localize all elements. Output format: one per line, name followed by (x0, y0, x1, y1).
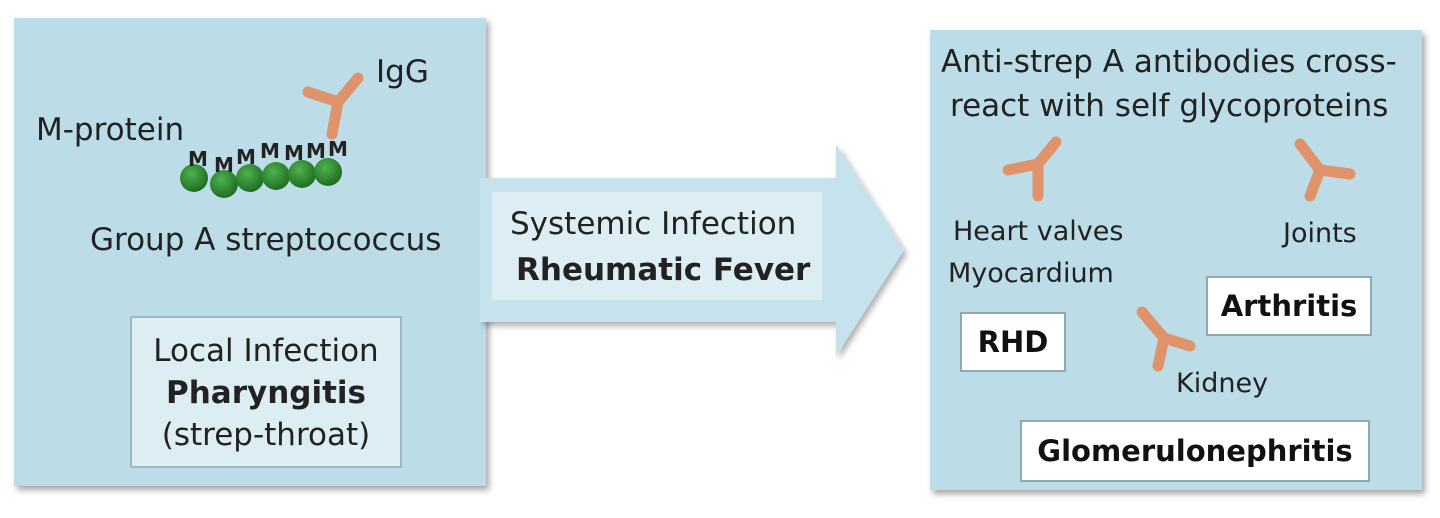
cross-reaction-header-line2: react with self glycoproteins (950, 88, 1389, 124)
joints-label: Joints (1283, 218, 1357, 249)
arthritis-box: Arthritis (1206, 276, 1372, 336)
heart-valves-label: Heart valves (953, 216, 1124, 247)
cross-reaction-header-line1: Anti-strep A antibodies cross- (941, 44, 1397, 80)
local-infection-title: Local Infection (153, 333, 379, 369)
m-protein-label: M-protein (36, 112, 185, 148)
rheumatic-fever-label: Rheumatic Fever (516, 252, 811, 288)
pharyngitis-label: Pharyngitis (166, 375, 366, 411)
strep-throat-label: (strep-throat) (161, 417, 371, 453)
m-protein-marker: M (214, 153, 234, 177)
m-protein-marker: M (260, 139, 280, 163)
myocardium-label: Myocardium (948, 258, 1114, 289)
systemic-infection-label: Systemic Infection (510, 206, 797, 242)
igg-label: IgG (376, 54, 429, 90)
m-protein-marker: M (284, 141, 304, 165)
kidney-label: Kidney (1176, 368, 1269, 399)
systemic-infection-label-box (492, 192, 822, 300)
antibody-icon (1136, 306, 1196, 372)
rhd-box: RHD (960, 312, 1066, 372)
m-protein-marker: M (306, 139, 326, 163)
glomerulonephritis-box: Glomerulonephritis (1020, 420, 1370, 482)
antibody-icon (1002, 136, 1062, 202)
antibody-icon (302, 72, 364, 140)
m-protein-marker: M (328, 137, 348, 161)
streptococcus-chain-icon: M M M M M M M (180, 137, 348, 198)
antibody-icon (1294, 138, 1356, 202)
local-infection-box: Local Infection Pharyngitis (strep-throa… (130, 316, 402, 468)
m-protein-marker: M (236, 145, 256, 169)
systemic-disease-panel (930, 30, 1422, 490)
m-protein-marker: M (188, 147, 208, 171)
bacterium-label: Group A streptococcus (90, 222, 442, 258)
